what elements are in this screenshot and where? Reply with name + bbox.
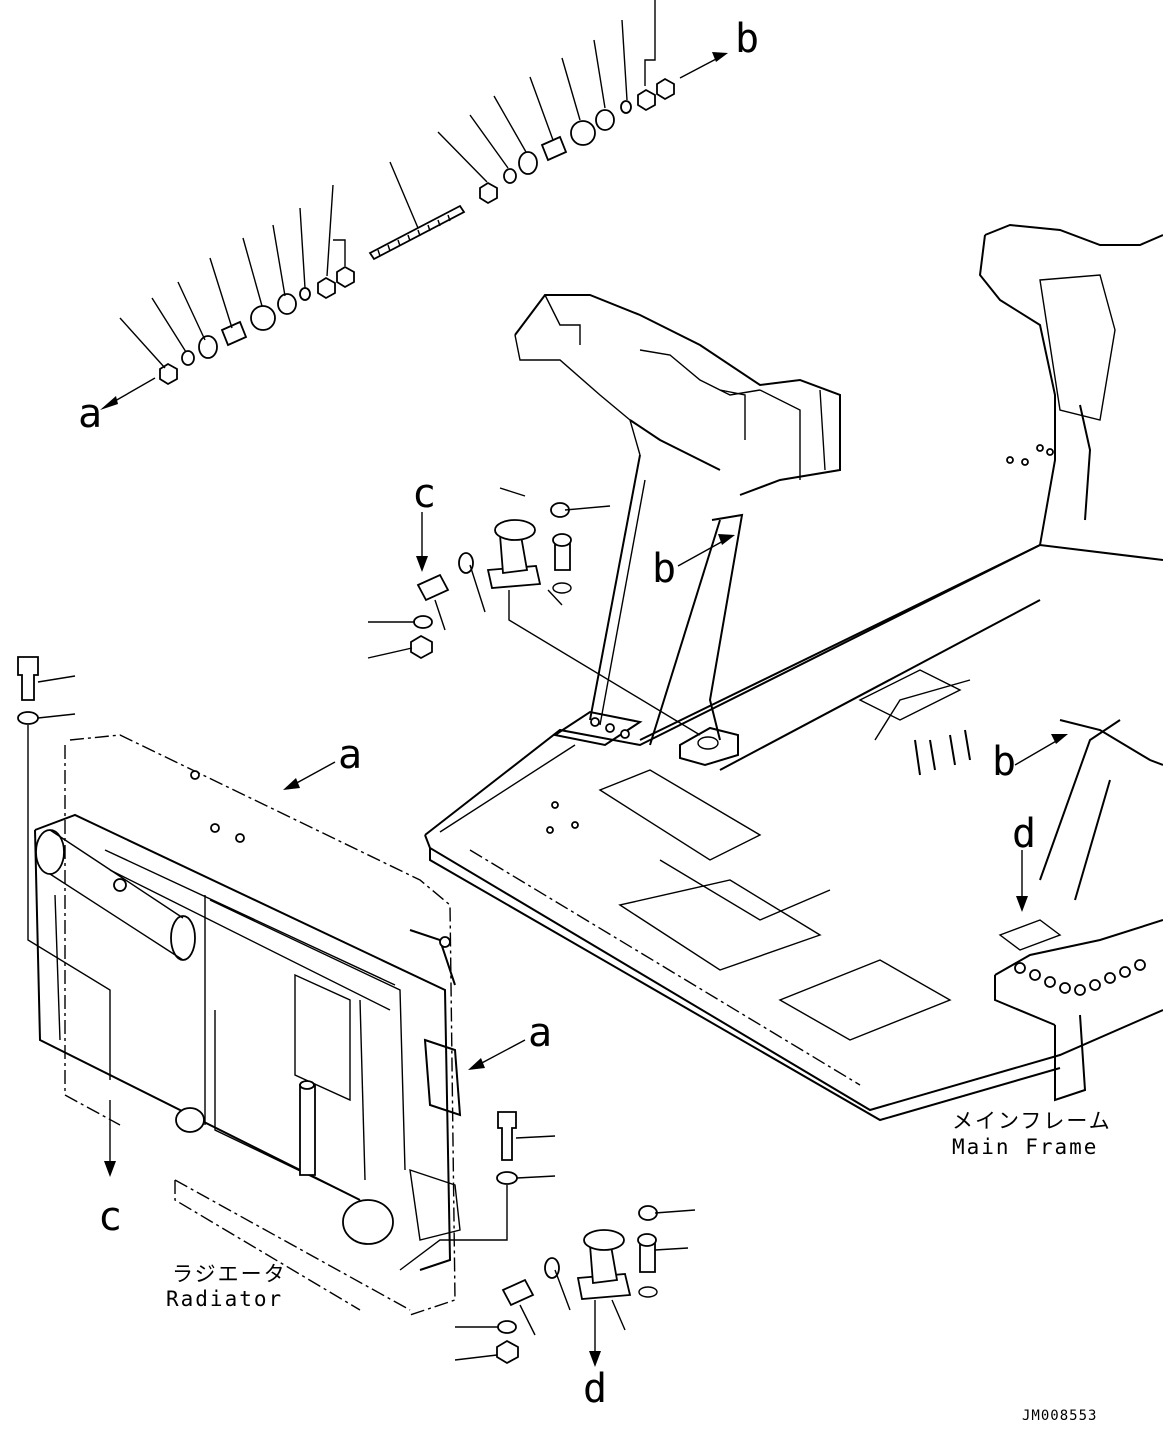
radiator xyxy=(34,734,462,1316)
ref-label-a: a xyxy=(528,1010,552,1056)
ref-label-c: c xyxy=(412,471,436,517)
ref-label-d: d xyxy=(1012,811,1036,857)
main-frame-caption-en: Main Frame xyxy=(952,1135,1098,1159)
mount-assembly-lower xyxy=(399,1111,696,1365)
main-frame-caption-jp: メインフレーム xyxy=(952,1109,1112,1133)
radiator-caption-en: Radiator xyxy=(166,1287,283,1311)
reference-arrows xyxy=(100,52,1068,1367)
ref-label-c: c xyxy=(98,1194,122,1240)
ref-label-d: d xyxy=(583,1366,607,1412)
ref-label-a: a xyxy=(338,732,362,778)
ref-label-b: b xyxy=(735,16,759,62)
bolt-row-frame xyxy=(1014,959,1146,996)
drawing-code: JM008553 xyxy=(1022,1408,1097,1424)
mount-assembly-upper xyxy=(17,487,701,1080)
radiator-caption-jp: ラジエータ xyxy=(172,1262,287,1286)
main-frame xyxy=(424,223,1163,1122)
rod-hardware-string xyxy=(119,0,675,386)
deck-bolts xyxy=(546,444,1054,834)
ref-label-b: b xyxy=(652,546,676,592)
ref-label-b: b xyxy=(992,739,1016,785)
ref-label-a: a xyxy=(78,391,102,437)
